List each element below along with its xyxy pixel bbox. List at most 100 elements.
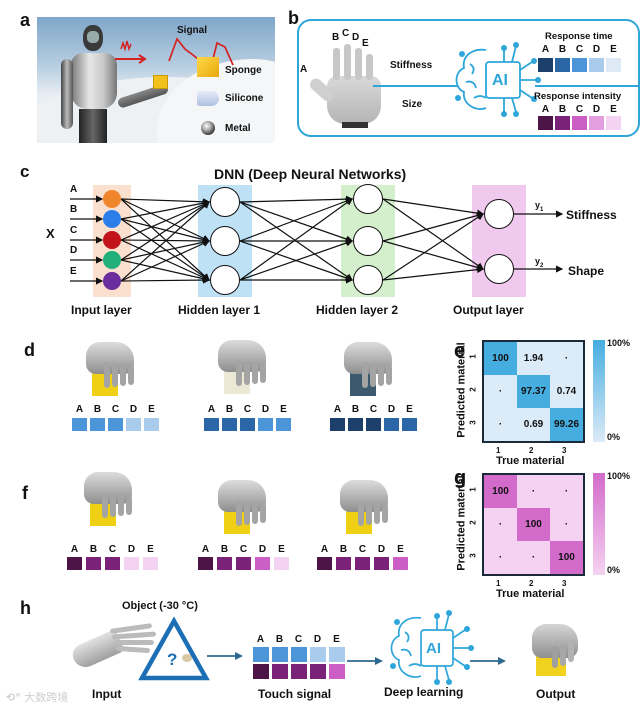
robot-figure [61, 25, 127, 143]
response-intensity-swatch-a [538, 116, 553, 130]
h-time-swatch-b [272, 647, 288, 662]
d-letter-b: B [225, 404, 234, 415]
edge-input-hidden1 [120, 237, 211, 245]
hand-finger [260, 363, 266, 383]
e-cell-r3-c3: 99.26 [550, 408, 583, 441]
input-label-d: D [70, 245, 78, 256]
edge-hidden2-output [382, 240, 485, 271]
hand-finger [110, 493, 116, 517]
d-letter-a: A [75, 404, 84, 415]
output-label-shape: Shape [568, 264, 605, 278]
f-swatch-1-d [124, 557, 139, 570]
response-time-letter-b: B [558, 44, 567, 55]
input-label-c: C [70, 225, 78, 236]
response-time-letter-d: D [592, 44, 601, 55]
edge-input-hidden1 [120, 198, 211, 242]
h-intensity-swatch-a [253, 664, 269, 679]
d-swatch-2-a [204, 418, 219, 431]
g-y-tick-2: 2 [468, 520, 478, 525]
hand-finger [120, 364, 126, 386]
edge-input-hidden1 [120, 240, 211, 282]
step-label-touch-signal: Touch signal [258, 687, 332, 701]
input-label-b: B [70, 204, 78, 215]
material-label-silicone: Silicone [225, 93, 264, 104]
f-letter-a: A [320, 544, 329, 555]
g-cell-r1-c1: 100 [484, 475, 517, 508]
f-swatch-2-d [255, 557, 270, 570]
h-intensity-swatch-d [310, 664, 326, 679]
d-swatch-1-b [90, 418, 105, 431]
step-label-deep-learning: Deep learning [384, 685, 464, 699]
edge-hidden2-output [382, 198, 485, 217]
d-letter-e: E [406, 404, 413, 415]
g-cell-r3-c2: · [531, 552, 536, 563]
hand-back [344, 342, 392, 374]
metal-ball-icon [201, 121, 215, 135]
signal-label: Signal [177, 25, 208, 36]
output-y1-var: y [535, 200, 541, 210]
g-confusion-matrix: 100···100···100 [482, 473, 585, 576]
g-cell-r1-c3: · [564, 486, 569, 497]
edge-hidden1-hidden2 [239, 239, 354, 281]
f-letter-b: B [339, 544, 348, 555]
robot-hand-palm-image [302, 40, 392, 130]
hand-finger [374, 502, 380, 524]
hand-grasping-large-object [334, 478, 394, 540]
d-swatch-1-e [144, 418, 159, 431]
hand-grasping-sponge [80, 340, 140, 402]
f-letter-d: D [258, 544, 267, 555]
d-swatch-3-b [348, 418, 363, 431]
f-letter-c: C [239, 544, 248, 555]
hand-finger [128, 365, 134, 385]
dnn-title: DNN (Deep Neural Networks) [214, 166, 407, 182]
e-y-tick-2: 2 [468, 387, 478, 392]
layer-label-input: Input layer [71, 303, 132, 317]
f-swatch-2-b [217, 557, 232, 570]
f-swatch-1-b [86, 557, 101, 570]
hand-finger [260, 503, 266, 523]
input-label-e: E [70, 266, 77, 277]
g-cell-r3-c3: 100 [550, 541, 583, 574]
g-x-tick-1: 1 [496, 579, 501, 588]
d-letter-d: D [261, 404, 270, 415]
edge-input-hidden1 [120, 239, 211, 281]
d-letter-c: C [111, 404, 120, 415]
edge-input-hidden1 [120, 218, 211, 244]
input-node-a [103, 190, 121, 208]
g-x-tick-3: 3 [562, 579, 567, 588]
finger-label-a: A [300, 64, 308, 75]
response-time-swatch-a [538, 58, 553, 72]
response-time-swatch-b [555, 58, 570, 72]
output-y1-sub: 1 [540, 206, 544, 213]
e-cell-r2-c2: 97.37 [517, 375, 550, 408]
g-colorbar [593, 473, 605, 575]
unknown-mark: ? [167, 650, 178, 669]
e-cell-r2-c1: · [498, 386, 503, 397]
f-swatch-1-e [143, 557, 158, 570]
g-y-tick-1: 1 [468, 487, 478, 492]
e-x-tick-2: 2 [529, 446, 534, 455]
material-label-metal: Metal [225, 123, 251, 134]
panel-f-label: f [22, 483, 28, 503]
response-intensity-letter-e: E [610, 104, 617, 115]
e-cell-r1-c1: 100 [484, 342, 517, 375]
d-letter-c: C [243, 404, 252, 415]
f-swatch-3-d [374, 557, 389, 570]
output-node [484, 199, 514, 229]
input-node-c [103, 231, 121, 249]
f-swatch-2-e [274, 557, 289, 570]
response-intensity-letter-a: A [541, 104, 550, 115]
d-swatch-1-d [126, 418, 141, 431]
layer-label-output: Output layer [453, 303, 524, 317]
hand-finger [386, 365, 392, 385]
unknown-object-triangle-icon [138, 616, 210, 681]
d-swatch-3-d [384, 418, 399, 431]
d-letter-e: E [280, 404, 287, 415]
e-cell-r1-c3: · [564, 353, 569, 364]
finger-label-c: C [342, 28, 350, 39]
h-letter-b: B [275, 634, 284, 645]
e-x-axis-label: True material [496, 455, 565, 467]
hand-back [218, 340, 266, 372]
h-time-swatch-a [253, 647, 269, 662]
f-letter-b: B [89, 544, 98, 555]
